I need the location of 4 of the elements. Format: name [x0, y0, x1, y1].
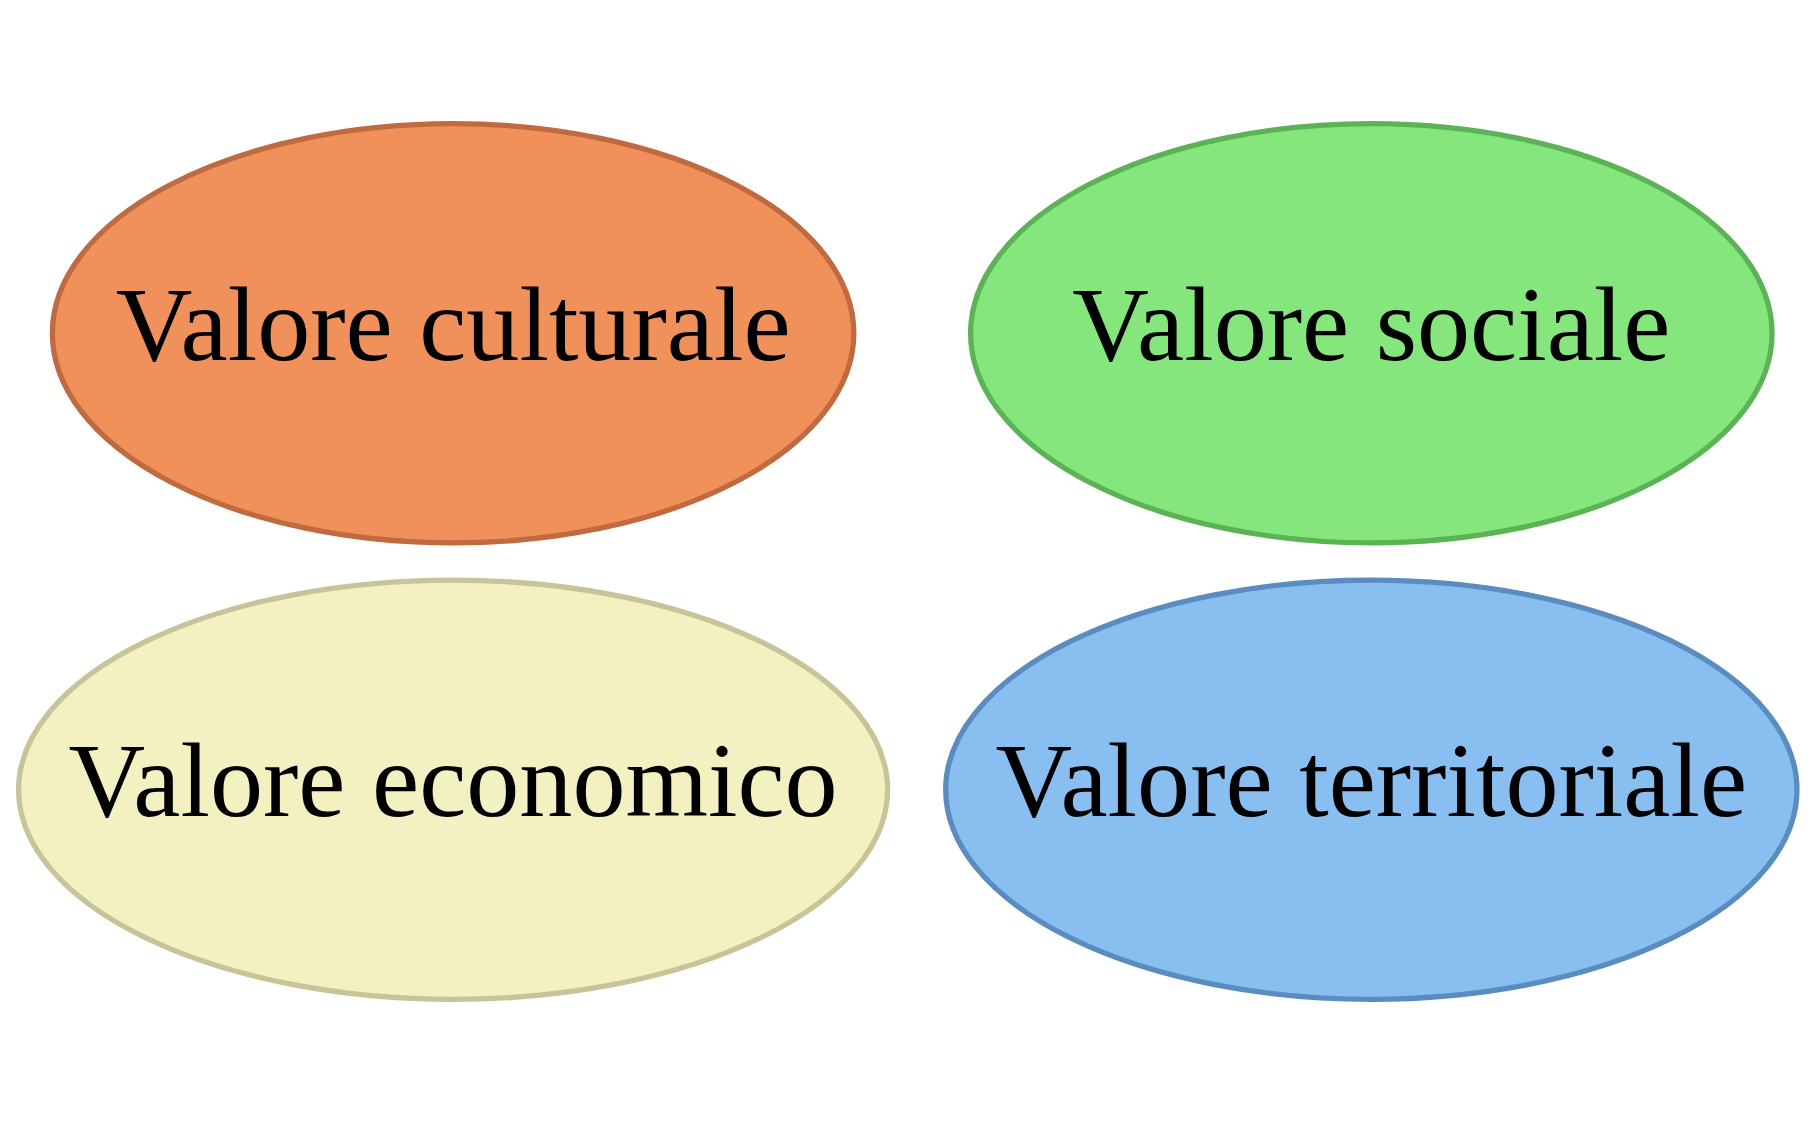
node-ellipse: Valore culturale	[49, 120, 857, 546]
node-ellipse: Valore sociale	[967, 120, 1775, 546]
node-ellipse: Valore territoriale	[943, 577, 1800, 1003]
node-ellipse: Valore economico	[15, 577, 891, 1003]
